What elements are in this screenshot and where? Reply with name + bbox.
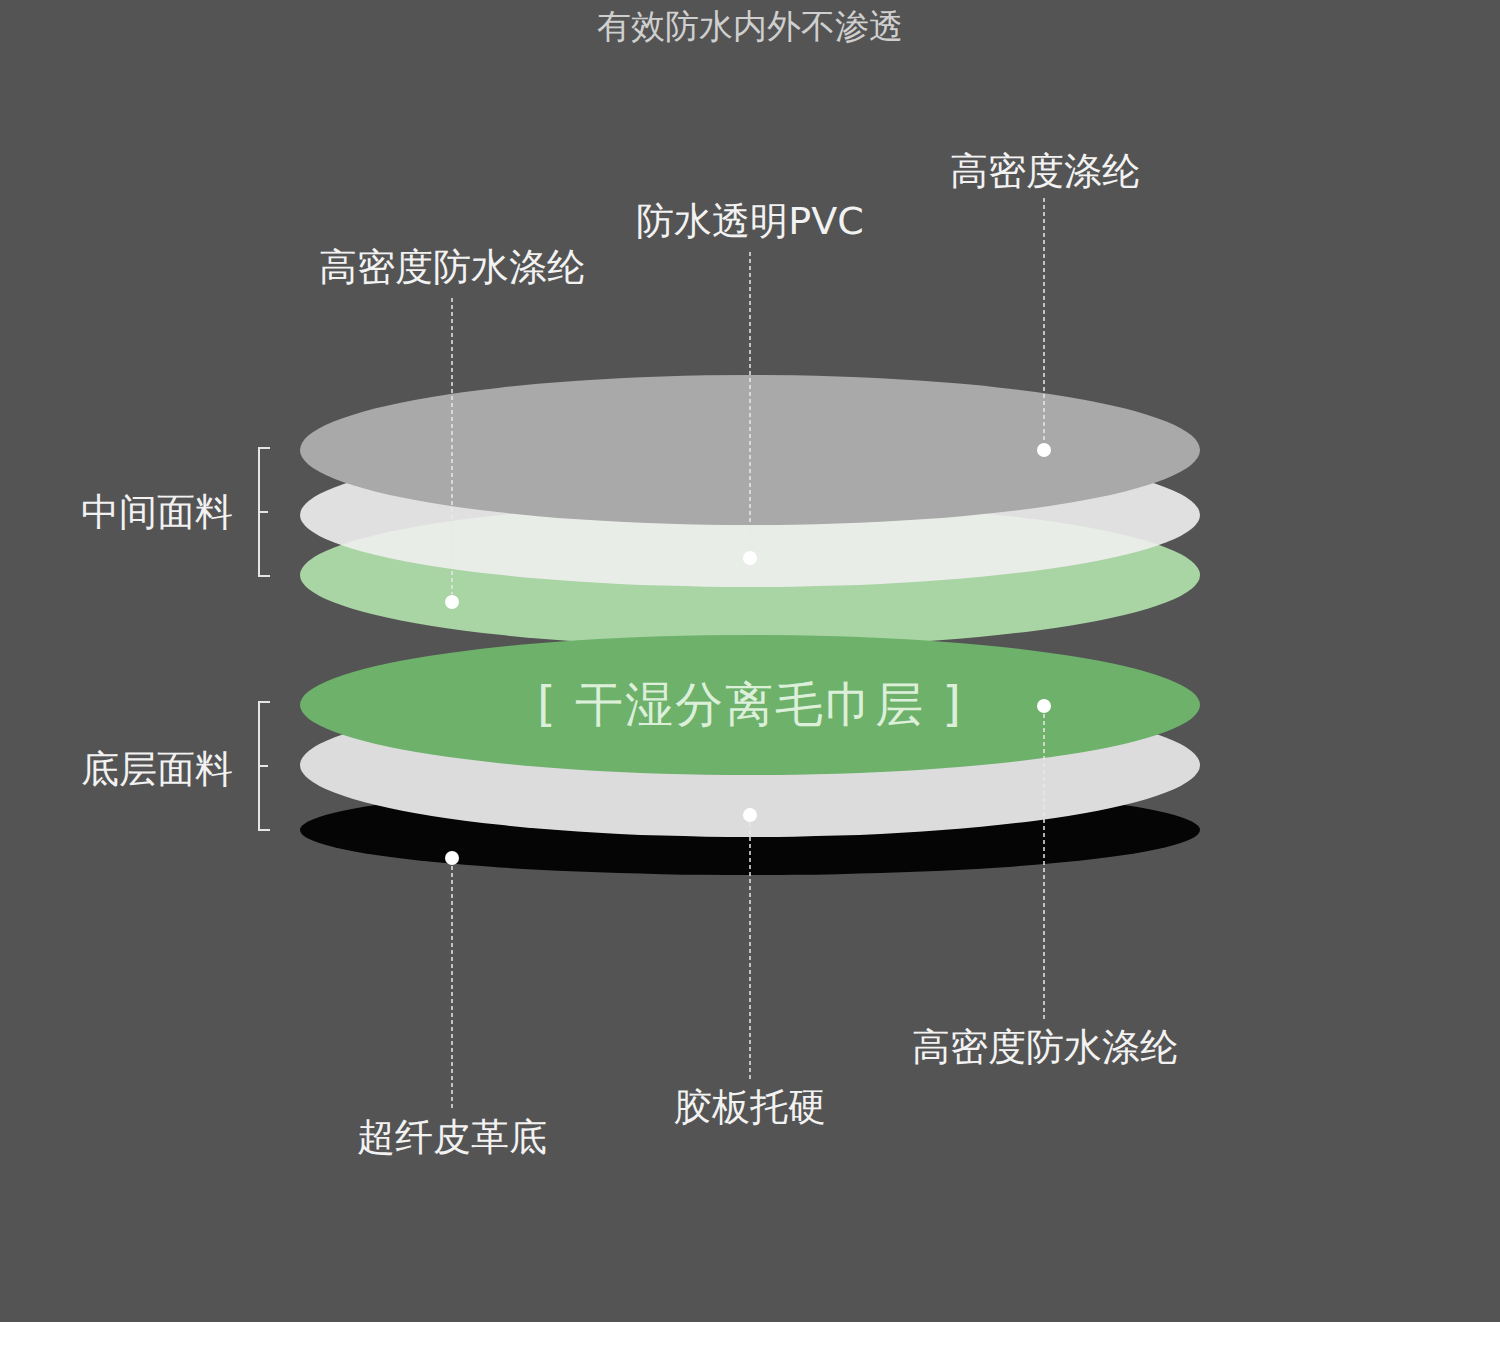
leader-line bbox=[1043, 198, 1045, 442]
bracket bbox=[259, 448, 270, 576]
bottom-strip bbox=[0, 1322, 1500, 1350]
leader-line bbox=[451, 298, 453, 594]
dot bbox=[743, 551, 757, 565]
layer-label: 高密度防水涤纶 bbox=[912, 1027, 1178, 1069]
brackets bbox=[259, 448, 270, 830]
dot bbox=[445, 595, 459, 609]
dot bbox=[1037, 443, 1051, 457]
leader-line bbox=[749, 252, 751, 550]
group-label: 底层面料 bbox=[81, 749, 233, 791]
layer-label: 超纤皮革底 bbox=[357, 1117, 547, 1159]
dot bbox=[743, 808, 757, 822]
towel-layer bbox=[300, 635, 1200, 775]
layer-label: 胶板托硬 bbox=[674, 1087, 826, 1129]
group-label: 中间面料 bbox=[81, 492, 233, 534]
leader-line bbox=[1043, 714, 1045, 1020]
layer-ellipse: [ 干湿分离毛巾层 ] bbox=[300, 635, 1200, 775]
layer-label: [ 干湿分离毛巾层 ] bbox=[537, 673, 963, 737]
layer-label: 防水透明PVC bbox=[636, 201, 863, 243]
top-polyester-layer bbox=[300, 375, 1200, 525]
title: 有效防水内外不渗透 bbox=[597, 4, 903, 50]
layer-label: 高密度防水涤纶 bbox=[319, 247, 585, 289]
leader-line bbox=[749, 823, 751, 1080]
layer-label: 高密度涤纶 bbox=[950, 151, 1140, 193]
leader-line bbox=[451, 866, 453, 1110]
dot bbox=[445, 851, 459, 865]
bracket bbox=[259, 702, 270, 830]
